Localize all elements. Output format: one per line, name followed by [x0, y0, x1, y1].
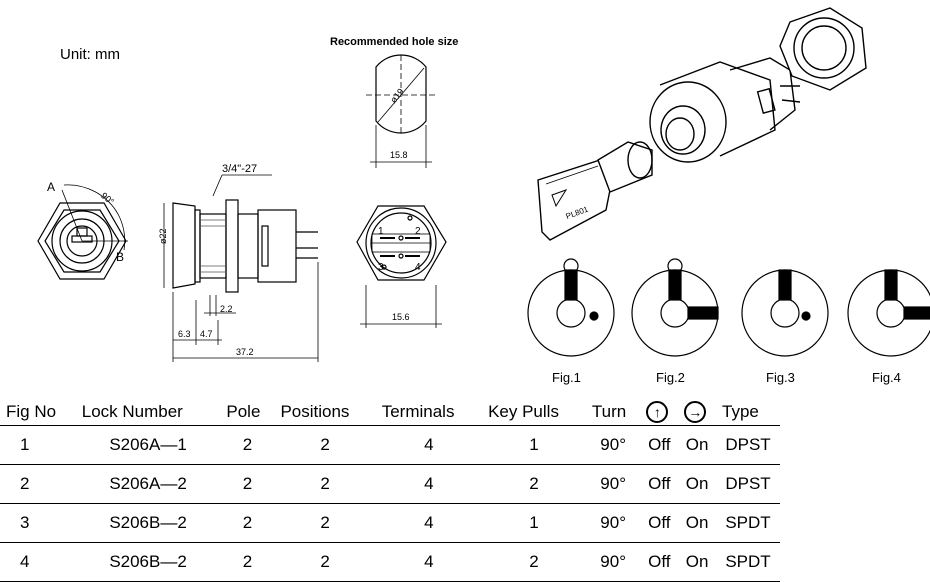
fig1-diagram — [527, 258, 615, 357]
cell-turn: 90° — [585, 503, 641, 543]
cell-type: SPDT — [716, 542, 780, 582]
hole-size-diagram: ø19 15.8 — [366, 54, 436, 168]
header-turn: Turn — [585, 399, 641, 426]
header-type: Type — [716, 399, 780, 426]
pos-a-label: A — [47, 180, 55, 194]
cell-type: DPST — [716, 425, 780, 465]
pos-b-label: B — [116, 250, 124, 264]
cell-fig-no: 3 — [0, 503, 76, 543]
dim-37-2-label: 37.2 — [236, 347, 254, 357]
fig4-caption: Fig.4 — [872, 370, 901, 385]
hole-dia-label: ø19 — [388, 87, 406, 105]
terminal-3-label: 3 — [378, 262, 384, 273]
dim-15-6-label: 15.6 — [392, 312, 410, 322]
cell-terminals: 4 — [375, 464, 483, 504]
hole-width-label: 15.8 — [390, 150, 408, 160]
cell-lock-number: S206B—2 — [75, 542, 221, 582]
cell-positions: 2 — [274, 542, 376, 582]
fig1-caption: Fig.1 — [552, 370, 581, 385]
table-row: 2 S206A—2 2 2 4 2 90° Off On DPST — [0, 464, 780, 504]
terminal-1-label: 1 — [378, 226, 384, 237]
cell-pole: 2 — [220, 464, 275, 504]
cell-terminals: 4 — [375, 542, 483, 582]
dim-6-3-label: 6.3 — [178, 329, 191, 339]
cell-right-state: On — [678, 503, 716, 543]
cell-type: SPDT — [716, 503, 780, 543]
cell-terminals: 4 — [375, 425, 483, 465]
cell-lock-number: S206A—2 — [75, 464, 221, 504]
cell-pole: 2 — [220, 503, 275, 543]
cell-key-pulls: 2 — [482, 464, 586, 504]
cell-up-state: Off — [640, 464, 679, 504]
cell-key-pulls: 1 — [482, 503, 586, 543]
cell-pole: 2 — [220, 542, 275, 582]
cell-up-state: Off — [640, 503, 679, 543]
cell-fig-no: 1 — [0, 425, 76, 465]
cell-lock-number: S206A—1 — [75, 425, 221, 465]
terminal-4-label: 4 — [415, 262, 421, 273]
cell-positions: 2 — [274, 464, 376, 504]
header-fig-no: Fig No — [0, 399, 76, 426]
cell-fig-no: 4 — [0, 542, 76, 582]
cell-right-state: On — [678, 542, 716, 582]
cell-terminals: 4 — [375, 503, 483, 543]
cell-up-state: Off — [640, 542, 679, 582]
body-dia-label: ø22 — [158, 228, 168, 244]
cell-key-pulls: 1 — [482, 425, 586, 465]
right-arrow-icon: → — [684, 401, 707, 423]
header-pole: Pole — [220, 399, 275, 426]
terminal-2-label: 2 — [415, 226, 421, 237]
cell-turn: 90° — [585, 425, 641, 465]
table-header-row: Fig No Lock Number Pole Positions Termin… — [0, 399, 780, 426]
cell-key-pulls: 2 — [482, 542, 586, 582]
dim-4-7-label: 4.7 — [200, 329, 213, 339]
cell-lock-number: S206B—2 — [75, 503, 221, 543]
spec-table: Fig No Lock Number Pole Positions Termin… — [0, 399, 780, 582]
table-row: 4 S206B—2 2 2 4 2 90° Off On SPDT — [0, 542, 780, 582]
front-view: A B 90° — [37, 180, 128, 280]
thread-label: 3/4"-27 — [222, 163, 257, 175]
fig2-diagram — [631, 258, 719, 357]
header-key-pulls: Key Pulls — [482, 399, 586, 426]
header-up-arrow: ↑ — [640, 399, 679, 426]
technical-drawing: ø19 15.8 A B 90° — [37, 7, 930, 362]
unit-label: Unit: mm — [60, 46, 120, 63]
dim-2-2-label: 2.2 — [220, 304, 233, 314]
up-arrow-icon: ↑ — [646, 401, 669, 423]
cell-turn: 90° — [585, 542, 641, 582]
fig2-caption: Fig.2 — [656, 370, 685, 385]
cell-up-state: Off — [640, 425, 679, 465]
recommended-hole-label: Recommended hole size — [330, 36, 459, 48]
cell-right-state: On — [678, 425, 716, 465]
fig4-diagram — [847, 269, 930, 357]
cell-turn: 90° — [585, 464, 641, 504]
cell-type: DPST — [716, 464, 780, 504]
cell-fig-no: 2 — [0, 464, 76, 504]
angle-label: 90° — [99, 190, 116, 207]
fig3-diagram — [741, 269, 829, 357]
header-terminals: Terminals — [375, 399, 483, 426]
cell-right-state: On — [678, 464, 716, 504]
header-lock-number: Lock Number — [75, 399, 221, 426]
cell-pole: 2 — [220, 425, 275, 465]
cell-positions: 2 — [274, 503, 376, 543]
side-view: ø22 3/4"-27 2.2 6.3 4.7 37.2 — [158, 163, 319, 362]
rear-view: 1 2 3 4 15.6 — [356, 205, 447, 328]
fig3-caption: Fig.3 — [766, 370, 795, 385]
header-right-arrow: → — [678, 399, 716, 426]
header-positions: Positions — [274, 399, 376, 426]
exploded-3d-view: PL801 — [537, 7, 867, 241]
table-row: 1 S206A—1 2 2 4 1 90° Off On DPST — [0, 425, 780, 465]
table-row: 3 S206B—2 2 2 4 1 90° Off On SPDT — [0, 503, 780, 543]
cell-positions: 2 — [274, 425, 376, 465]
